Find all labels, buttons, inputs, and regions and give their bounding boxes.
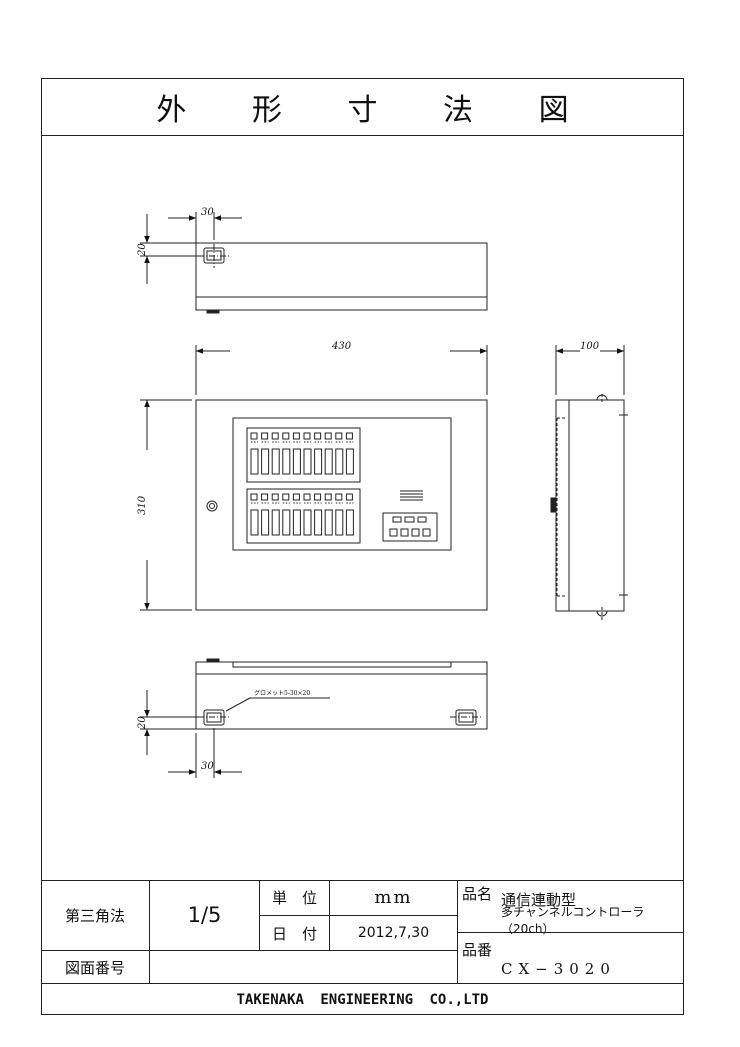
- channel-window: [314, 448, 323, 475]
- date-value: 2012,7,30: [357, 925, 430, 941]
- channel-led: [282, 432, 290, 440]
- channel-led: [261, 493, 269, 501]
- channel-window: [324, 509, 333, 536]
- product-name-label: 品名: [462, 884, 493, 903]
- channel-window: [335, 448, 344, 475]
- top-view: [140, 212, 488, 314]
- channel-led: [335, 493, 343, 501]
- channel-led: [250, 493, 258, 501]
- side-view: [550, 345, 628, 620]
- channel-led: [314, 493, 322, 501]
- channel-led: [345, 493, 353, 501]
- channel-led: [324, 432, 332, 440]
- title-block-frame: [41, 880, 684, 1015]
- drawing-number-label: 図面番号: [64, 958, 125, 977]
- product-number-value: CX−3020: [501, 960, 616, 978]
- dim-front-width: 430: [331, 341, 352, 352]
- dim-top-tab-width: 30: [201, 207, 214, 218]
- channel-window: [292, 448, 301, 475]
- channel-window: [335, 509, 344, 536]
- channel-led: [271, 493, 279, 501]
- channel-window: [282, 448, 291, 475]
- dim-bottom-tab-width: 30: [201, 761, 214, 772]
- channel-window: [303, 448, 312, 475]
- channel-led: [282, 493, 290, 501]
- channel-window: [303, 509, 312, 536]
- channel-window: [250, 448, 259, 475]
- channel-led: [292, 432, 300, 440]
- channel-window: [345, 448, 354, 475]
- channel-window: [324, 448, 333, 475]
- dim-side-depth: 100: [580, 341, 600, 352]
- date-label: 日 付: [271, 924, 317, 943]
- company-name: TAKENAKA ENGINEERING CO.,LTD: [236, 991, 489, 1008]
- channel-window: [261, 509, 270, 536]
- sheet-title: 外 形 寸 法 図: [156, 93, 597, 128]
- channel-led: [303, 493, 311, 501]
- channel-window: [345, 509, 354, 536]
- dim-bottom-tab-depth: 20: [137, 716, 148, 730]
- channel-led: [303, 432, 311, 440]
- channel-led: [345, 432, 353, 440]
- channel-led: [292, 493, 300, 501]
- grommet-note: グロメット5-30×20: [254, 689, 310, 697]
- channel-led: [324, 493, 332, 501]
- projection-method: 第三角法: [64, 906, 125, 925]
- channel-window: [261, 448, 270, 475]
- channel-window: [282, 509, 291, 536]
- sheet-title-row: 外 形 寸 法 図: [42, 79, 683, 136]
- channel-led: [314, 432, 322, 440]
- unit-label: 単 位: [271, 889, 317, 907]
- channel-led: [335, 432, 343, 440]
- product-number-label: 品番: [462, 940, 493, 959]
- product-name-line1: 通信連動型: [501, 890, 577, 909]
- bottom-view: [140, 658, 488, 778]
- dim-front-height: 310: [137, 495, 148, 515]
- scale-value: 1/5: [187, 903, 222, 927]
- front-view: [140, 345, 488, 611]
- dim-top-tab-depth: 20: [137, 243, 148, 257]
- drawing-sheet: 外 形 寸 法 図: [41, 78, 684, 1015]
- channel-window: [314, 509, 323, 536]
- channel-window: [271, 448, 280, 475]
- channel-window: [292, 509, 301, 536]
- channel-window: [271, 509, 280, 536]
- unit-value: mm: [374, 887, 413, 908]
- channel-led: [250, 432, 258, 440]
- channel-led: [271, 432, 279, 440]
- channel-window: [250, 509, 259, 536]
- channel-led: [261, 432, 269, 440]
